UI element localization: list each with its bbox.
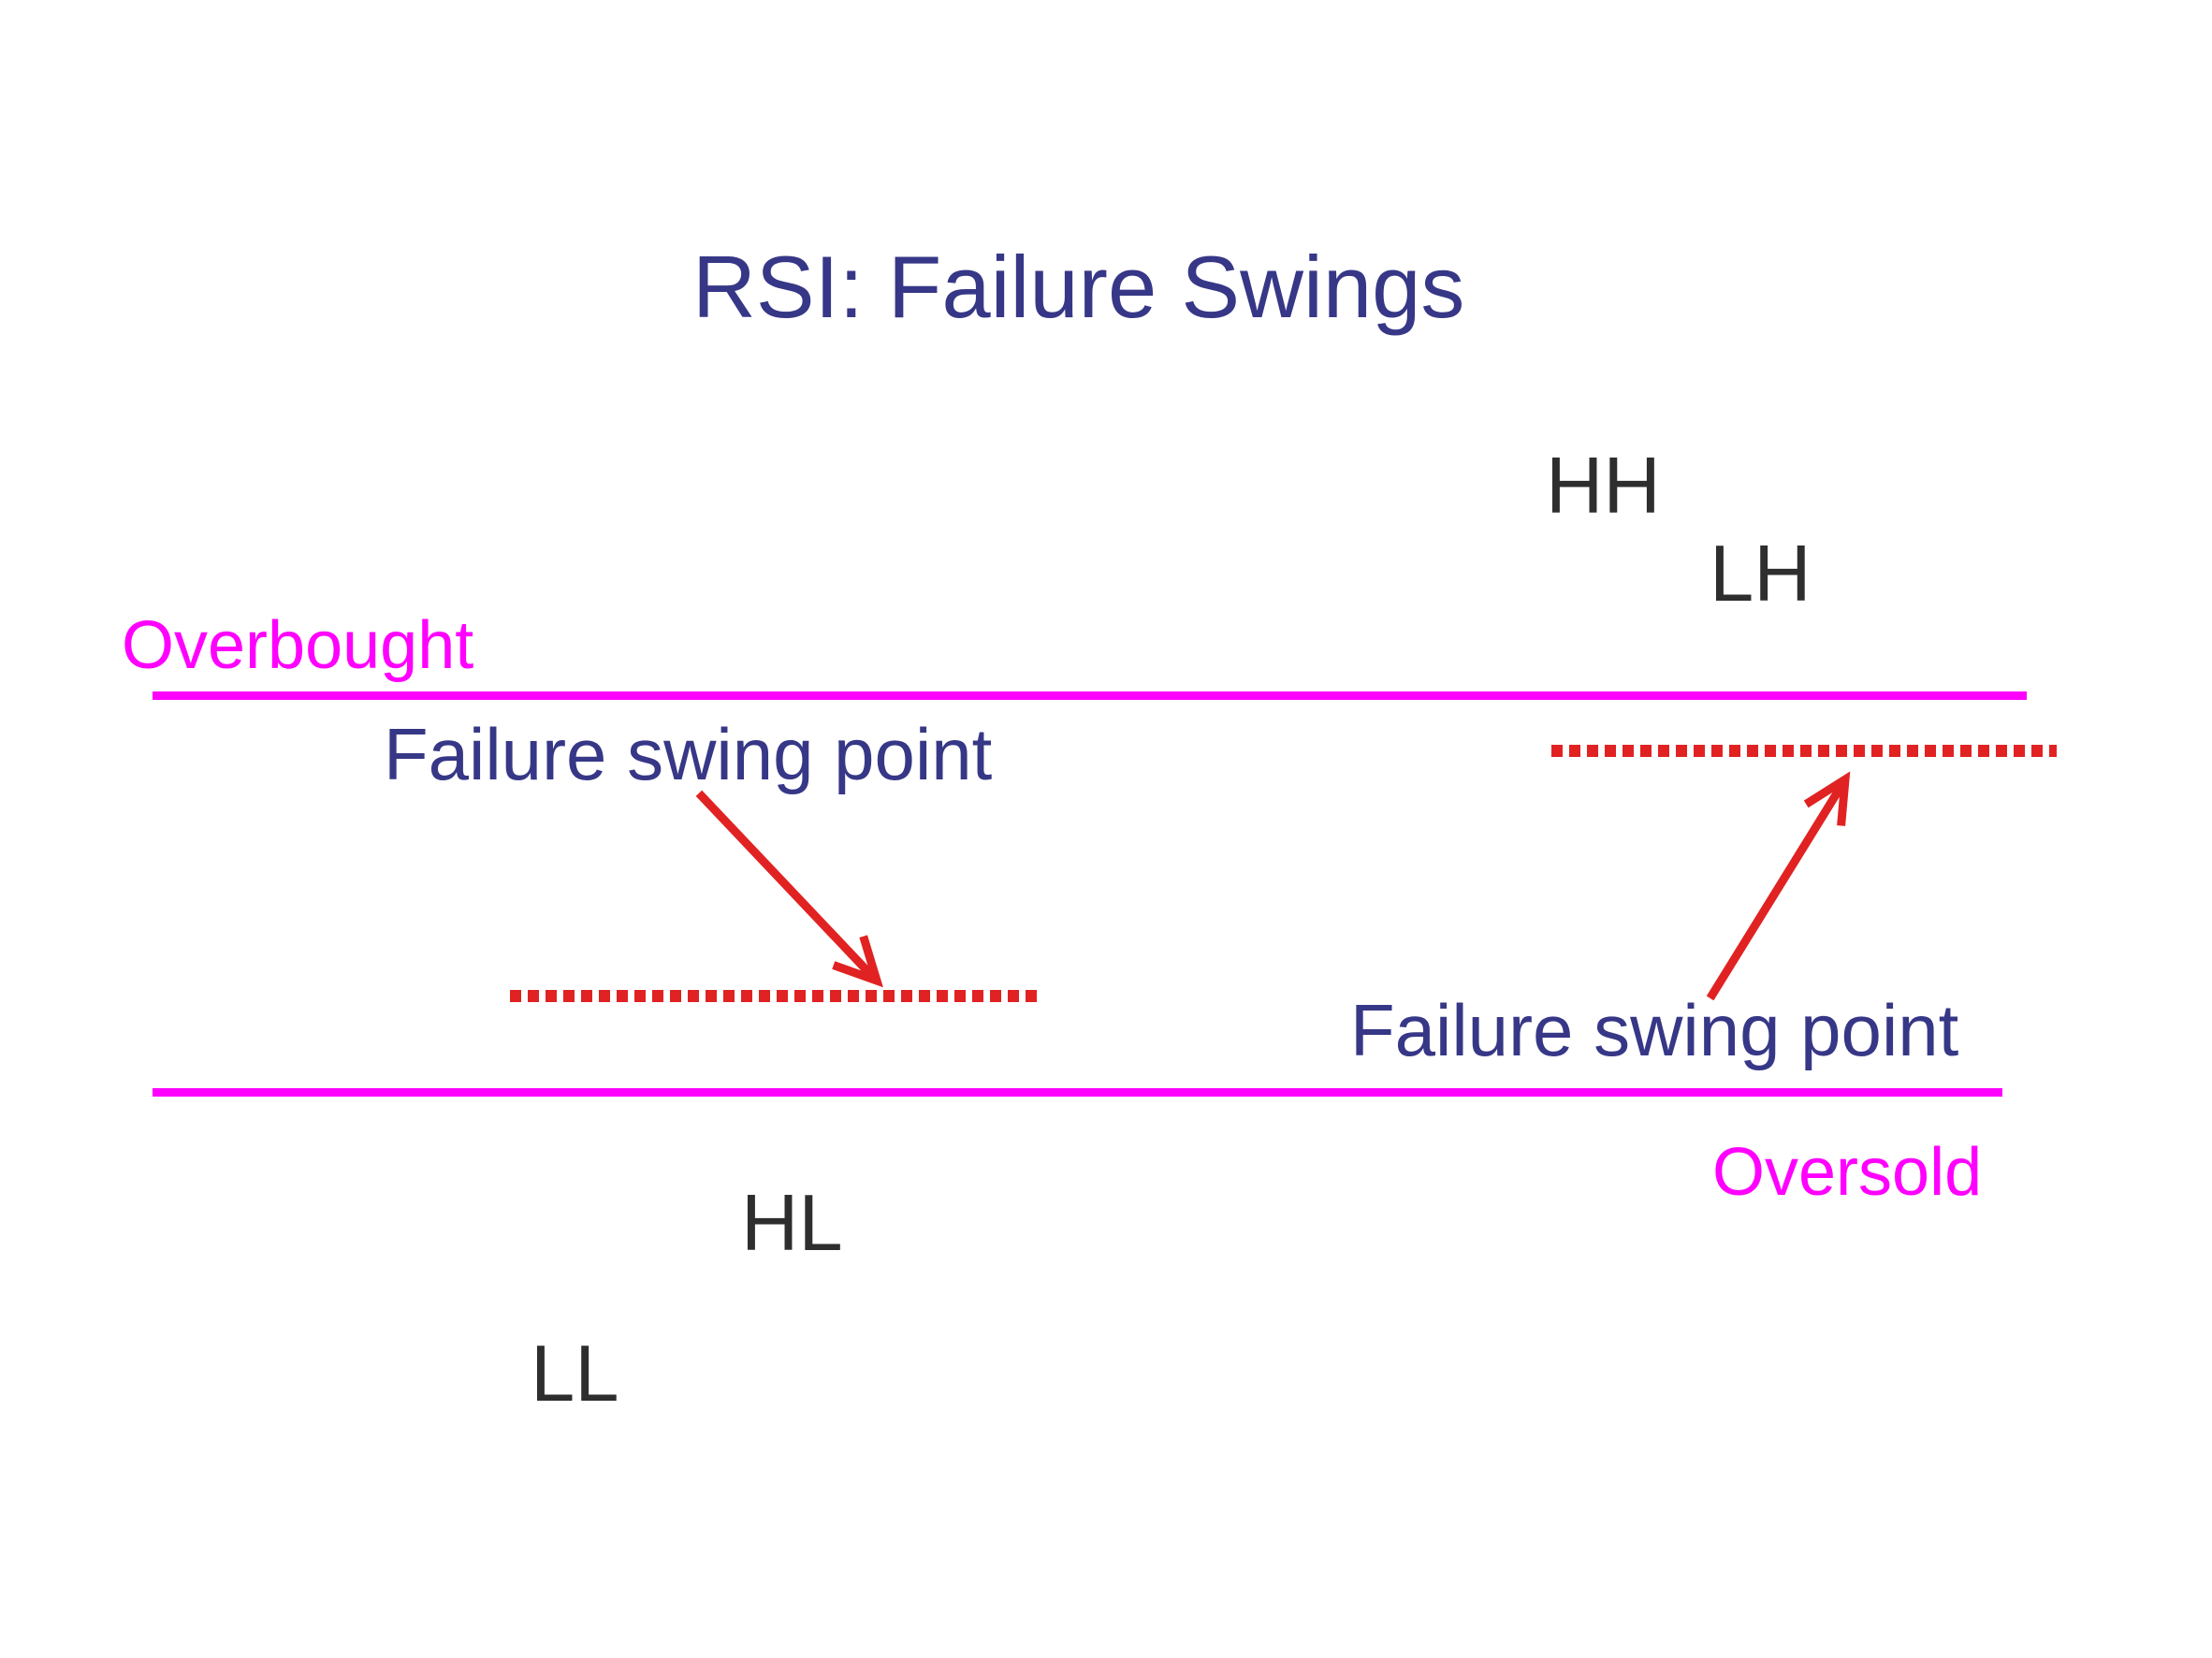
arrow-up-right-icon xyxy=(1706,771,1851,1001)
arrow-down-right-icon xyxy=(695,790,883,988)
failure-swing-point-label-top: Failure swing point xyxy=(384,713,993,795)
higher-low-label: HL xyxy=(741,1179,843,1268)
lower-high-label: LH xyxy=(1710,530,1812,618)
oversold-label: Oversold xyxy=(1712,1135,1983,1210)
failure-swing-level-dotted-line-right xyxy=(1551,745,2057,757)
failure-swing-point-label-bottom: Failure swing point xyxy=(1350,989,1959,1071)
failure-swing-level-dotted-line-left xyxy=(510,990,1041,1002)
oversold-threshold-line xyxy=(153,1088,2002,1097)
overbought-label: Overbought xyxy=(122,608,474,683)
higher-high-label: HH xyxy=(1546,442,1661,531)
page-title: RSI: Failure Swings xyxy=(692,238,1465,336)
overbought-threshold-line xyxy=(153,691,2027,700)
lower-low-label: LL xyxy=(531,1330,619,1418)
